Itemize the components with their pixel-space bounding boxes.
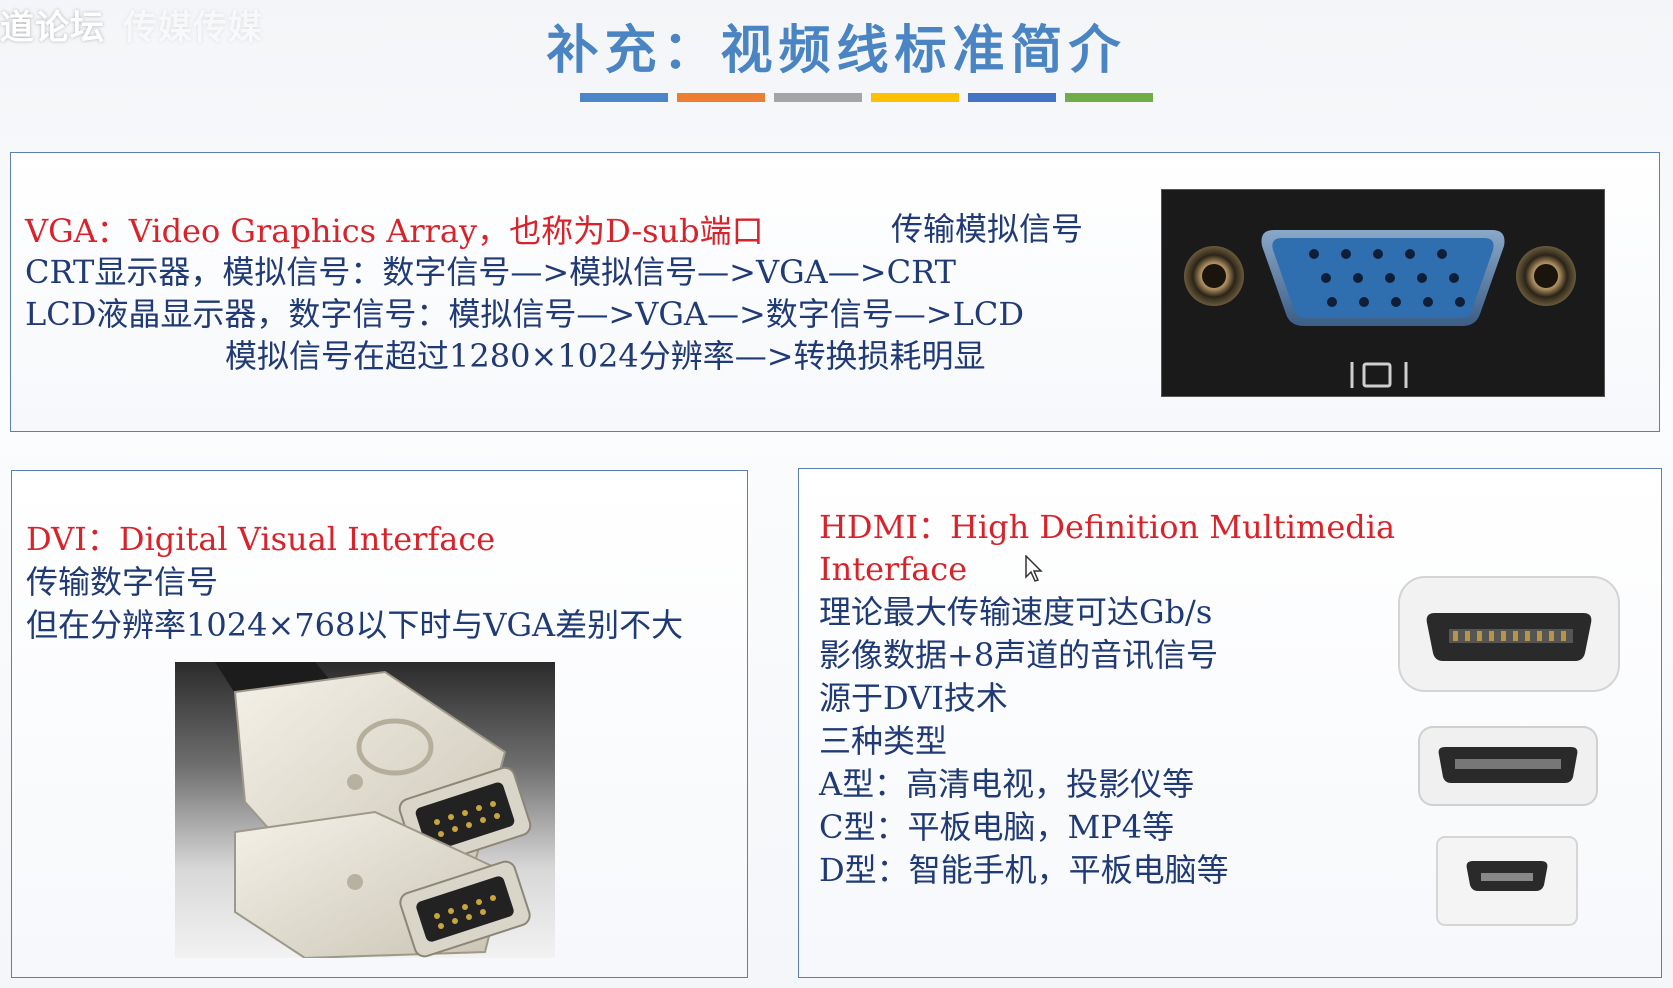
vga-panel: VGA：Video Graphics Array，也称为D-sub端口 传输模拟…: [10, 152, 1660, 432]
color-bar-segment: [871, 93, 959, 102]
dvi-line-resolution: 但在分辨率1024×768以下时与VGA差别不大: [26, 606, 684, 644]
color-bar-segment: [774, 93, 862, 102]
mouse-cursor-icon: [1025, 554, 1045, 587]
hdmi-panel: HDMI：High Definition Multimedia Interfac…: [798, 468, 1662, 978]
hdmi-type-d-icon: [1436, 836, 1578, 926]
dvi-panel: DVI：Digital Visual Interface 传输数字信号 但在分辨…: [11, 470, 748, 978]
hdmi-line-types: 三种类型: [819, 722, 948, 760]
watermark-text: 道论坛: [0, 8, 105, 48]
hdmi-type-a-image: [1379, 569, 1637, 699]
hdmi-line-origin: 源于DVI技术: [819, 679, 1008, 717]
hdmi-type-d-image: [1427, 831, 1587, 931]
hdmi-line-type-d: D型：智能手机，平板电脑等: [819, 851, 1229, 889]
vga-port-image: [1161, 189, 1605, 397]
page-title: 补充：视频线标准简介: [546, 21, 1127, 81]
color-bar-segment: [1065, 93, 1153, 102]
vga-line-loss: 模拟信号在超过1280×1024分辨率—>转换损耗明显: [225, 337, 986, 375]
color-bar-segment: [677, 93, 765, 102]
dvi-line-signal: 传输数字信号: [26, 563, 219, 601]
hdmi-line-type-a: A型：高清电视，投影仪等: [819, 765, 1195, 803]
hdmi-heading-1: HDMI：High Definition Multimedia: [819, 508, 1396, 546]
color-bar: [580, 93, 1153, 102]
hdmi-type-c-icon: [1418, 726, 1598, 806]
watermark-faint: 传媒传媒: [123, 8, 263, 48]
watermark: 道论坛传媒传媒: [0, 0, 263, 49]
hdmi-line-speed: 理论最大传输速度可达Gb/s: [819, 593, 1213, 631]
dvi-cable-image: [175, 662, 555, 958]
vga-line-crt: CRT显示器，模拟信号：数字信号—>模拟信号—>VGA—>CRT: [25, 253, 956, 291]
hdmi-heading-2: Interface: [819, 550, 968, 588]
vga-line-lcd: LCD液晶显示器，数字信号：模拟信号—>VGA—>数字信号—>LCD: [25, 295, 1025, 333]
color-bar-segment: [968, 93, 1056, 102]
vga-heading: VGA：Video Graphics Array，也称为D-sub端口: [25, 212, 764, 250]
color-bar-segment: [580, 93, 668, 102]
vga-port-icon: [1162, 190, 1604, 396]
vga-note: 传输模拟信号: [891, 210, 1084, 248]
dvi-heading: DVI：Digital Visual Interface: [26, 520, 496, 558]
hdmi-type-c-image: [1411, 721, 1605, 811]
hdmi-line-type-c: C型：平板电脑，MP4等: [819, 808, 1175, 846]
dvi-connector-icon: [215, 662, 532, 958]
hdmi-type-a-icon: [1398, 576, 1620, 692]
hdmi-line-audio: 影像数据+8声道的音讯信号: [819, 636, 1219, 674]
